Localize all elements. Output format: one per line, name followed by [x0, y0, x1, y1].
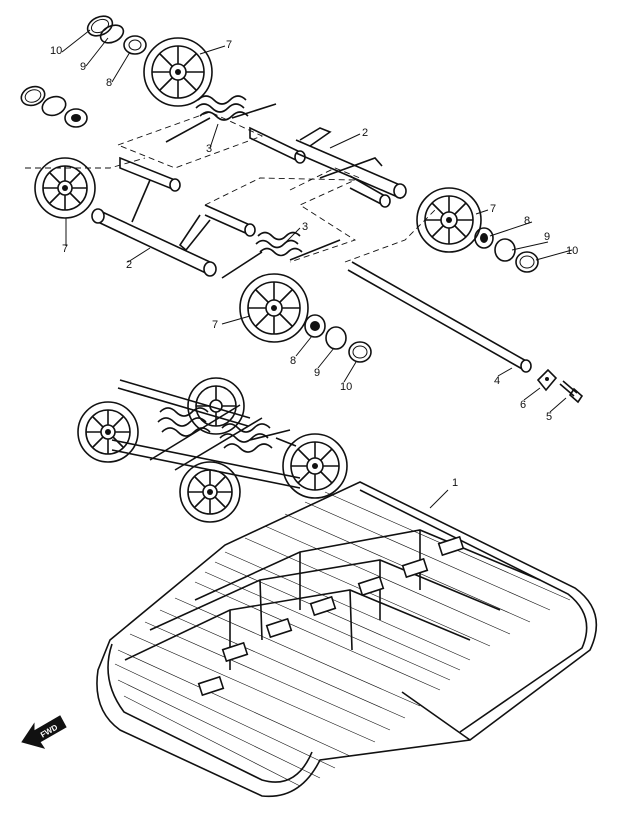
callout-bearing-8-mid: 8 — [290, 355, 296, 367]
bearing-8-mid — [304, 314, 326, 338]
assembled-wheel-rear-top — [187, 377, 245, 435]
ring-9-mid — [325, 326, 347, 350]
alignment-line-left — [25, 157, 146, 169]
callout-bearing-8-top: 8 — [106, 77, 112, 89]
rear-axle-4 — [347, 261, 532, 373]
callout-frame-2-upper: 2 — [362, 127, 368, 139]
callout-washer-6: 6 — [520, 399, 526, 411]
forward-direction-arrow: FWD — [21, 715, 67, 749]
alignment-line-mid — [204, 177, 357, 263]
cap-10-left — [20, 85, 46, 107]
idler-wheel-mid — [239, 273, 309, 343]
callout-spring-3-lower: 3 — [302, 221, 308, 233]
bearing-8-right — [474, 227, 494, 249]
slide-frame-2-lower — [91, 156, 256, 277]
assembled-wheel-rear-right — [282, 433, 348, 499]
callout-ring-9-mid: 9 — [314, 367, 320, 379]
callout-rear-axle-4: 4 — [494, 375, 500, 387]
ring-9-top — [99, 24, 125, 44]
idler-wheel-top — [143, 37, 213, 107]
cap-10-mid — [348, 341, 372, 363]
leader-lines-upper — [61, 29, 573, 413]
assembled-wheel-front-left — [77, 401, 139, 463]
callout-track-1: 1 — [452, 477, 458, 489]
callout-cap-10-right: 10 — [566, 245, 578, 257]
assembled-suspension — [77, 377, 348, 523]
bearing-8-left — [64, 108, 88, 128]
ring-9-left — [41, 95, 67, 117]
slide-frame-2-upper — [249, 126, 407, 208]
washer-6 — [536, 368, 558, 392]
drive-track-1 — [96, 481, 598, 798]
callout-bolt-5: 5 — [546, 411, 552, 423]
callout-cap-10-mid: 10 — [340, 381, 352, 393]
callout-wheel-7-mid: 7 — [212, 319, 218, 331]
alignment-line-upper — [116, 111, 264, 169]
spring-3-upper — [165, 95, 277, 143]
callout-ring-9-top: 9 — [80, 61, 86, 73]
callout-frame-2-lower: 2 — [126, 259, 132, 271]
spring-3-lower — [221, 231, 341, 279]
assembled-wheel-front-right — [179, 461, 241, 523]
callout-bearing-8-right: 8 — [524, 215, 530, 227]
leader-track — [429, 489, 449, 509]
callout-ring-9-right: 9 — [544, 231, 550, 243]
track-tread-pattern — [114, 491, 571, 787]
idler-wheel-left — [34, 157, 96, 219]
idler-wheel-right — [416, 187, 482, 253]
callout-wheel-7-left: 7 — [62, 243, 68, 255]
callout-spring-3-upper: 3 — [206, 143, 212, 155]
ring-9-right — [494, 238, 516, 262]
callouts: 10 9 8 7 3 2 7 2 3 7 8 9 10 7 8 9 10 4 6… — [50, 39, 578, 489]
callout-cap-10-top: 10 — [50, 45, 62, 57]
upper-exploded-assembly — [20, 15, 584, 413]
bearing-8-top — [123, 35, 147, 55]
callout-wheel-7-top: 7 — [226, 39, 232, 51]
cap-10-right — [515, 251, 539, 273]
bolt-5 — [559, 380, 584, 404]
callout-wheel-7-right: 7 — [490, 203, 496, 215]
